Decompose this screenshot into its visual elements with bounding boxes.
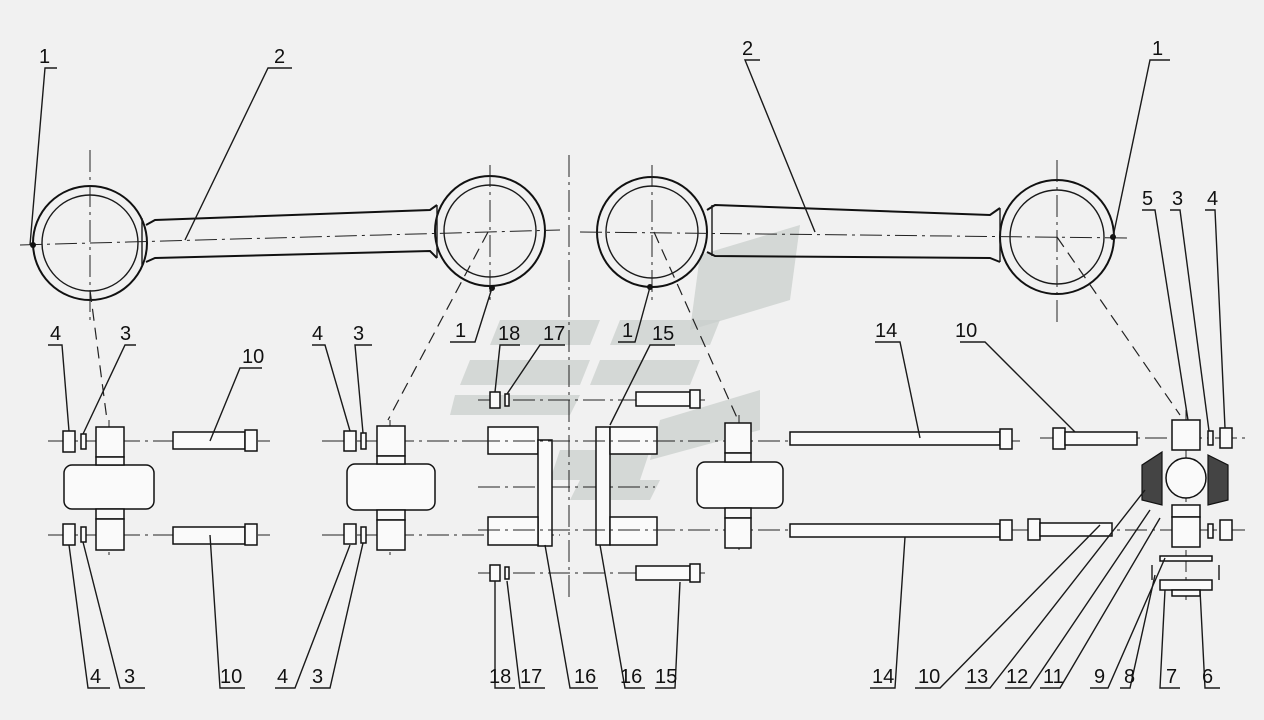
v-rod-right <box>579 160 1131 325</box>
callout-b8: 8 <box>1124 666 1135 688</box>
callout-b13: 13 <box>966 666 988 688</box>
callout-b10a: 10 <box>220 666 242 688</box>
callout-2b: 2 <box>742 38 753 60</box>
ball-joint-a <box>48 420 270 560</box>
ball-joint-b <box>322 420 560 560</box>
callout-3a: 3 <box>1172 188 1183 210</box>
callout-4a: 4 <box>1207 188 1218 210</box>
callout-3c: 3 <box>353 323 364 345</box>
callout-4c: 4 <box>312 323 323 345</box>
callout-b9: 9 <box>1094 666 1105 688</box>
callout-b16b: 16 <box>620 666 642 688</box>
callout-2a: 2 <box>274 46 285 68</box>
connector-2 <box>387 231 489 421</box>
callout-b3a: 3 <box>124 666 135 688</box>
callout-b17: 17 <box>520 666 542 688</box>
callout-1b: 1 <box>455 320 466 342</box>
connector-3 <box>653 231 739 421</box>
connector-1 <box>89 289 108 421</box>
callout-1c: 1 <box>622 320 633 342</box>
callout-b14: 14 <box>872 666 894 688</box>
callout-labels: 1 2 1 1 2 1 5 3 4 4 3 10 4 3 18 17 15 14… <box>39 38 1218 688</box>
callout-b6: 6 <box>1202 666 1213 688</box>
ball-joint-d <box>1020 410 1245 600</box>
callout-15a: 15 <box>652 323 674 345</box>
connector-4 <box>1056 236 1181 416</box>
callout-17a: 17 <box>543 323 565 345</box>
v-rod-left <box>19 150 561 320</box>
callout-4b: 4 <box>50 323 61 345</box>
callout-b4a: 4 <box>90 666 101 688</box>
callout-10a: 10 <box>242 346 264 368</box>
callout-b3b: 3 <box>312 666 323 688</box>
ball-joint-c <box>478 415 1020 555</box>
callout-b16a: 16 <box>574 666 596 688</box>
callout-b12: 12 <box>1006 666 1028 688</box>
callout-b10b: 10 <box>918 666 940 688</box>
callout-b4b: 4 <box>277 666 288 688</box>
callout-b7: 7 <box>1166 666 1177 688</box>
callout-3b: 3 <box>120 323 131 345</box>
callout-b11: 11 <box>1043 666 1064 688</box>
callout-5: 5 <box>1142 188 1153 210</box>
callout-1a: 1 <box>39 46 50 68</box>
callout-18a: 18 <box>498 323 520 345</box>
callout-14a: 14 <box>875 320 897 342</box>
callout-1d: 1 <box>1152 38 1163 60</box>
leader-lines <box>29 59 1226 689</box>
callout-b15: 15 <box>655 666 677 688</box>
callout-b18: 18 <box>489 666 511 688</box>
callout-10b: 10 <box>955 320 977 342</box>
